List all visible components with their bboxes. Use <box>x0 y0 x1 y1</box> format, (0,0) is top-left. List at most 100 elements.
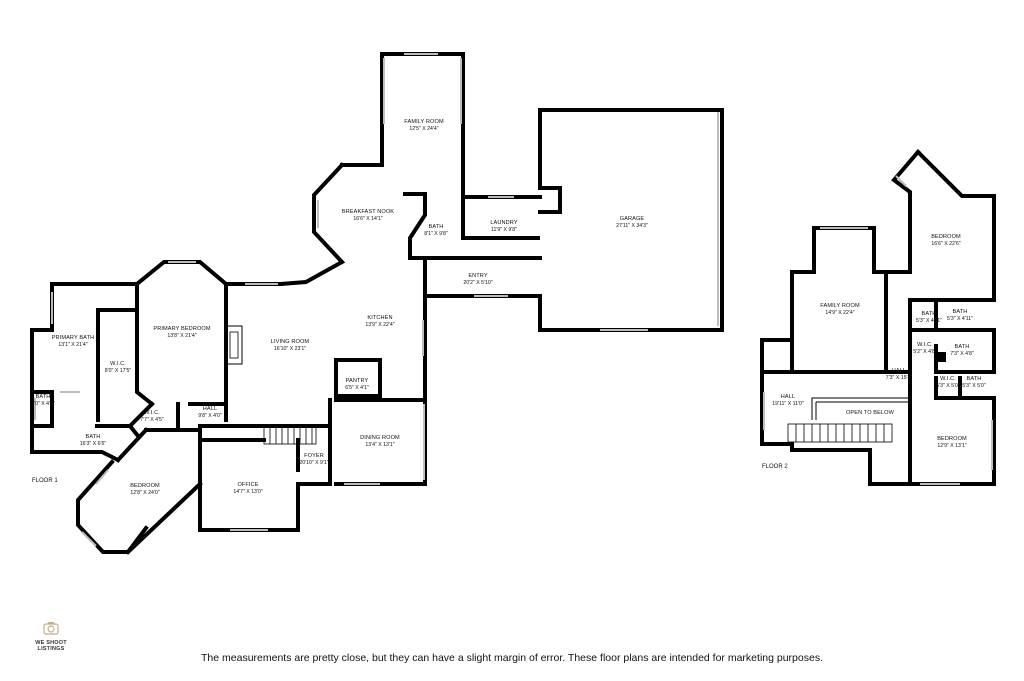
svg-text:FAMILY ROOM: FAMILY ROOM <box>820 303 860 309</box>
svg-text:13'4" X 13'1": 13'4" X 13'1" <box>365 442 394 448</box>
room-bath-2b: BATH 5'3" X 4'11" <box>947 309 973 322</box>
room-entry: ENTRY 20'2" X 5'10" <box>463 273 492 286</box>
room-dining-room: DINING ROOM 13'4" X 13'1" <box>360 435 400 448</box>
svg-text:11'9" X 9'8": 11'9" X 9'8" <box>491 227 517 233</box>
logo-text: WE SHOOT LISTINGS <box>35 640 67 652</box>
floor1-walls <box>30 52 724 555</box>
svg-text:20'2" X 5'10": 20'2" X 5'10" <box>463 280 492 286</box>
room-bath-lower: BATH 16'3" X 6'6" <box>80 434 107 447</box>
camera-logo-icon <box>43 622 59 635</box>
floor1-label: FLOOR 1 <box>32 478 58 484</box>
svg-text:16'10" X 23'1": 16'10" X 23'1" <box>274 346 306 352</box>
svg-text:20'10" X 9'1": 20'10" X 9'1" <box>299 460 328 466</box>
room-family-room-2: FAMILY ROOM 14'9" X 22'4" <box>820 303 860 316</box>
svg-text:5'3" X 4'11": 5'3" X 4'11" <box>916 318 942 324</box>
svg-text:12'8" X 24'0": 12'8" X 24'0" <box>130 490 159 496</box>
room-wic-2a: W.I.C. 5'2" X 4'8" <box>913 342 937 355</box>
svg-text:FAMILY ROOM: FAMILY ROOM <box>404 119 444 125</box>
svg-text:8'1" X 9'8": 8'1" X 9'8" <box>424 231 448 237</box>
svg-text:BATH: BATH <box>953 309 968 315</box>
room-bath-2c: BATH 7'3" X 4'8" <box>950 344 974 357</box>
room-open-to-below: OPEN TO BELOW <box>846 410 895 416</box>
svg-text:5'0" X 4'5": 5'0" X 4'5" <box>31 401 55 407</box>
svg-text:BATH: BATH <box>922 311 937 317</box>
room-hall-1: HALL 9'8" X 4'0" <box>198 406 222 419</box>
svg-text:5'2" X 4'8": 5'2" X 4'8" <box>913 349 937 355</box>
brand-logo: WE SHOOT LISTINGS <box>26 621 76 652</box>
room-primary-bath: PRIMARY BATH 13'1" X 21'4" <box>52 335 95 348</box>
svg-text:BATH: BATH <box>955 344 970 350</box>
room-bath-upper: BATH 8'1" X 9'8" <box>424 224 448 237</box>
svg-text:BEDROOM: BEDROOM <box>130 483 160 489</box>
floor2-walls <box>760 149 996 486</box>
room-office: OFFICE 14'7" X 13'0" <box>233 482 262 495</box>
svg-text:W.I.C.: W.I.C. <box>144 410 160 416</box>
svg-text:16'3" X 6'6": 16'3" X 6'6" <box>80 441 107 447</box>
room-wic-2b: W.I.C. 5'3" X 5'0" <box>936 376 960 389</box>
svg-text:KITCHEN: KITCHEN <box>367 315 392 321</box>
svg-text:W.I.C.: W.I.C. <box>940 376 956 382</box>
svg-text:5'3" X 5'0": 5'3" X 5'0" <box>936 383 960 389</box>
svg-text:PANTRY: PANTRY <box>346 378 369 384</box>
disclaimer-text: The measurements are pretty close, but t… <box>201 652 823 664</box>
floor2-windows <box>763 175 993 485</box>
room-bath-2a: BATH 5'3" X 4'11" <box>916 311 942 324</box>
floor1-stairs <box>263 425 317 445</box>
svg-text:8'0" X 17'5": 8'0" X 17'5" <box>105 368 132 374</box>
svg-text:6'5" X 4'1": 6'5" X 4'1" <box>345 385 369 391</box>
svg-text:GARAGE: GARAGE <box>620 216 645 222</box>
room-laundry: LAUNDRY 11'9" X 9'8" <box>490 220 517 233</box>
svg-text:PRIMARY BEDROOM: PRIMARY BEDROOM <box>153 326 210 332</box>
svg-text:HALL: HALL <box>781 394 795 400</box>
room-garage: GARAGE 27'11" X 34'3" <box>616 216 648 229</box>
svg-text:FOYER: FOYER <box>304 453 324 459</box>
svg-text:16'6" X 22'6": 16'6" X 22'6" <box>931 241 960 247</box>
room-family-room-1: FAMILY ROOM 12'5" X 24'4" <box>404 119 444 132</box>
svg-text:19'11" X 11'0": 19'11" X 11'0" <box>772 401 804 407</box>
svg-text:BEDROOM: BEDROOM <box>937 436 967 442</box>
svg-text:14'7" X 13'0": 14'7" X 13'0" <box>233 489 262 495</box>
svg-text:LIVING ROOM: LIVING ROOM <box>271 339 310 345</box>
svg-text:BATH: BATH <box>429 224 444 230</box>
svg-text:W.I.C.: W.I.C. <box>110 361 126 367</box>
svg-text:12'5" X 24'4": 12'5" X 24'4" <box>409 126 438 132</box>
room-foyer: FOYER 20'10" X 9'1" <box>299 453 328 466</box>
svg-text:HALL: HALL <box>892 368 906 374</box>
room-kitchen: KITCHEN 13'9" X 22'4" <box>365 315 394 328</box>
floor2-stairs <box>787 423 893 443</box>
floor2-label: FLOOR 2 <box>762 464 788 470</box>
svg-text:9'8" X 4'0": 9'8" X 4'0" <box>198 413 222 419</box>
svg-text:OPEN TO BELOW: OPEN TO BELOW <box>846 410 895 416</box>
svg-text:HALL: HALL <box>203 406 217 412</box>
svg-text:13'8" X 21'4": 13'8" X 21'4" <box>167 333 196 339</box>
fireplace <box>225 325 243 365</box>
svg-text:ENTRY: ENTRY <box>468 273 488 279</box>
svg-text:16'6" X 14'1": 16'6" X 14'1" <box>353 216 382 222</box>
floor1-windows <box>34 53 719 547</box>
svg-text:BATH: BATH <box>36 394 51 400</box>
room-pantry: PANTRY 6'5" X 4'1" <box>345 378 369 391</box>
room-bath-2d: BATH 5'3" X 5'0" <box>962 376 986 389</box>
room-wic-2: W.I.C. 7'7" X 4'5" <box>140 410 164 423</box>
room-bath-small: BATH 5'0" X 4'5" <box>31 394 55 407</box>
room-living-room: LIVING ROOM 16'10" X 23'1" <box>271 339 310 352</box>
room-bedroom-1: BEDROOM 12'8" X 24'0" <box>130 483 160 496</box>
room-hall-2b: HALL 19'11" X 11'0" <box>772 394 804 407</box>
svg-text:14'9" X 22'4": 14'9" X 22'4" <box>825 310 854 316</box>
svg-text:LAUNDRY: LAUNDRY <box>490 220 517 226</box>
room-bedroom-2a: BEDROOM 16'6" X 22'6" <box>931 234 961 247</box>
svg-text:BEDROOM: BEDROOM <box>931 234 961 240</box>
svg-text:13'9" X 22'4": 13'9" X 22'4" <box>365 322 394 328</box>
svg-text:PRIMARY BATH: PRIMARY BATH <box>52 335 95 341</box>
svg-text:W.I.C.: W.I.C. <box>917 342 933 348</box>
svg-text:7'3" X 15'4": 7'3" X 15'4" <box>886 375 913 381</box>
svg-text:OFFICE: OFFICE <box>237 482 258 488</box>
svg-text:7'3" X 4'8": 7'3" X 4'8" <box>950 351 974 357</box>
svg-text:BATH: BATH <box>967 376 982 382</box>
room-hall-2a: HALL 7'3" X 15'4" <box>886 368 913 381</box>
svg-text:5'3" X 5'0": 5'3" X 5'0" <box>962 383 986 389</box>
svg-text:12'9" X 13'1": 12'9" X 13'1" <box>937 443 966 449</box>
svg-text:DINING ROOM: DINING ROOM <box>360 435 400 441</box>
room-wic-1: W.I.C. 8'0" X 17'5" <box>105 361 132 374</box>
